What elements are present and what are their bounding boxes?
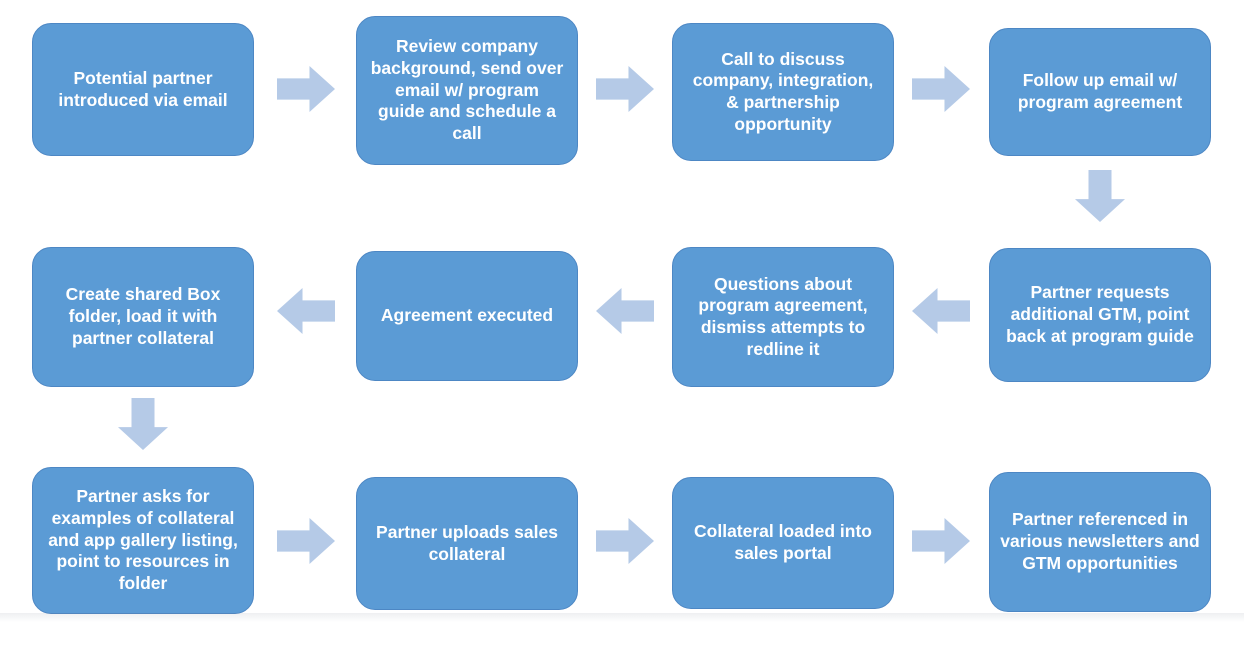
arrow-down-icon (118, 398, 168, 450)
step-potential-partner-introduced: Potential partner introduced via email (32, 23, 254, 156)
step-agreement-executed: Agreement executed (356, 251, 578, 381)
step-create-shared-box-folder: Create shared Box folder, load it with p… (32, 247, 254, 387)
arrow-left-icon (596, 288, 654, 334)
slide-edge-shadow (0, 613, 1244, 622)
step-questions-about-agreement: Questions about program agreement, dismi… (672, 247, 894, 387)
arrow-down-icon (1075, 170, 1125, 222)
step-partner-uploads-collateral: Partner uploads sales collateral (356, 477, 578, 610)
step-partner-referenced-newsletters: Partner referenced in various newsletter… (989, 472, 1211, 612)
arrow-right-icon (912, 518, 970, 564)
step-partner-requests-gtm: Partner requests additional GTM, point b… (989, 248, 1211, 382)
step-partner-asks-for-examples: Partner asks for examples of collateral … (32, 467, 254, 614)
arrow-left-icon (912, 288, 970, 334)
step-follow-up-email: Follow up email w/ program agreement (989, 28, 1211, 156)
arrow-right-icon (277, 518, 335, 564)
arrow-right-icon (277, 66, 335, 112)
arrow-left-icon (277, 288, 335, 334)
arrow-right-icon (596, 518, 654, 564)
arrow-right-icon (912, 66, 970, 112)
step-collateral-loaded-sales-portal: Collateral loaded into sales portal (672, 477, 894, 609)
step-call-to-discuss: Call to discuss company, integration, & … (672, 23, 894, 161)
step-review-company-background: Review company background, send over ema… (356, 16, 578, 165)
arrow-right-icon (596, 66, 654, 112)
